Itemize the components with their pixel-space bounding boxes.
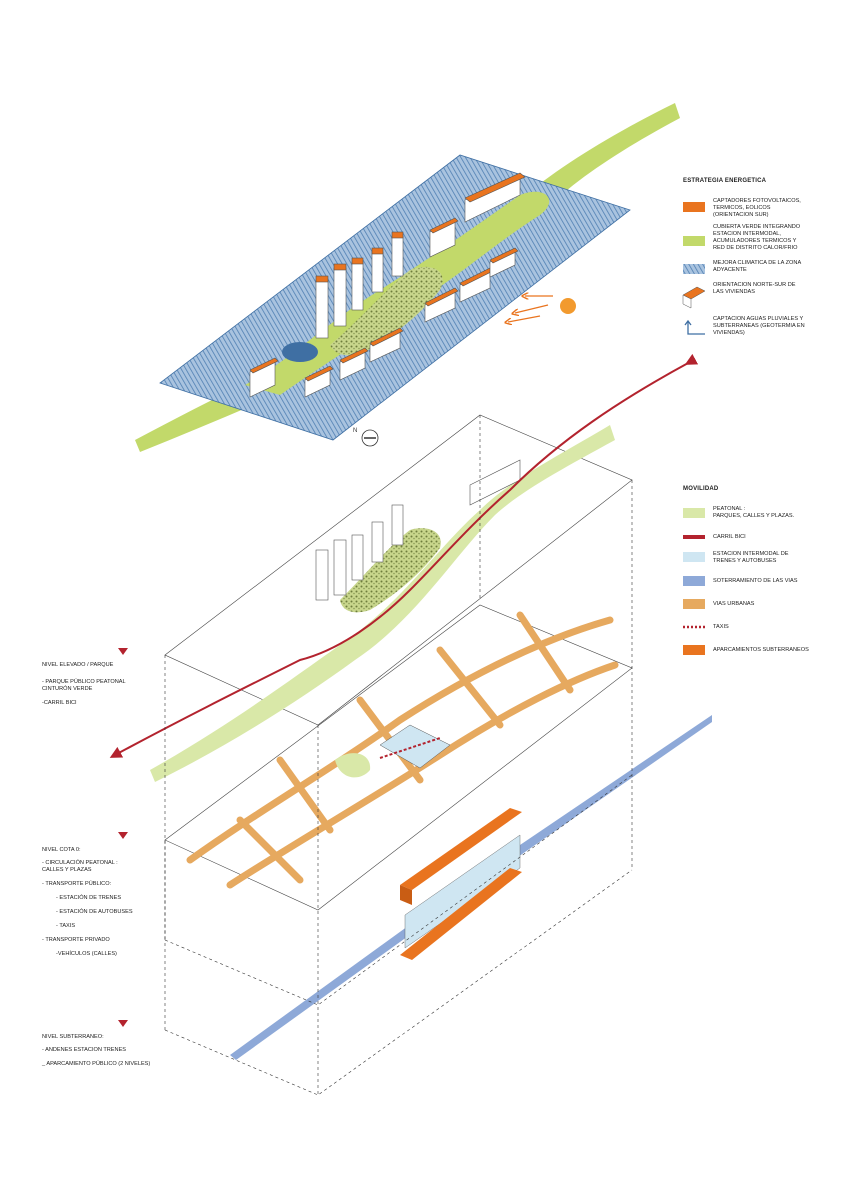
level-underground-title: NIVEL SUBTERRANEO: xyxy=(42,1034,104,1040)
energy-layer: N xyxy=(135,103,680,452)
level-underground: NIVEL SUBTERRANEO: - ANDENES ESTACION TR… xyxy=(42,1034,150,1075)
level-ground-item: - ESTACIÓN DE TRENES xyxy=(56,895,122,901)
level-upper-title: NIVEL ELEVADO / PARQUE xyxy=(42,662,114,668)
level-ground-title: NIVEL COTA 0: xyxy=(42,847,81,853)
mobility-legend-item: SOTERRAMIENTO DE LAS VIAS xyxy=(713,578,798,584)
level-upper-item: -CARRIL BICI xyxy=(42,700,77,706)
mobility-legend-item: APARCAMIENTOS SUBTERRANEOS xyxy=(713,647,809,653)
pond xyxy=(282,342,318,362)
park-texture xyxy=(330,266,443,356)
level-ground-item: -VEHÍCULOS (CALLES) xyxy=(56,951,117,957)
energy-legend-item: CUBIERTA VERDE INTEGRANDO ESTACION INTER… xyxy=(713,224,801,251)
energy-legend-title: ESTRATEGIA ENERGETICA xyxy=(683,178,767,184)
sun-arrows xyxy=(508,296,553,322)
level-underground-item: - ANDENES ESTACION TRENES xyxy=(42,1047,127,1053)
level-ground: NIVEL COTA 0: - CIRCULACIÓN PEATONAL : C… xyxy=(42,847,133,965)
platforms xyxy=(404,834,521,949)
exploded-box-lines xyxy=(164,415,633,1096)
level-upper-item: - PARQUE PÚBLICO PEATONAL CINTURÓN VERDE xyxy=(42,679,126,692)
mobility-legend-item: VIAS URBANAS xyxy=(713,601,755,607)
mobility-legend-item: ESTACION INTERMODAL DE TRENES Y AUTOBUSE… xyxy=(713,551,789,564)
towers xyxy=(315,231,404,339)
parking-upper xyxy=(400,808,522,890)
plaza-green xyxy=(335,753,371,778)
sun-icon xyxy=(560,298,576,314)
energy-legend-item: CAPTADORES FOTOVOLTAICOS, TERMICOS, EOLI… xyxy=(713,198,801,218)
level-ground-item: - TRANSPORTE PRIVADO xyxy=(42,937,110,943)
taxi-route xyxy=(379,737,441,759)
street-layer xyxy=(164,604,633,911)
parking-lower xyxy=(400,868,522,960)
level-ground-item: - TAXIS xyxy=(56,923,76,929)
mobility-legend-title: MOVILIDAD xyxy=(683,486,719,492)
energy-legend-item: CAPTACION AGUAS PLUVIALES Y SUBTERRANEAS… xyxy=(713,316,805,336)
bike-lane xyxy=(109,353,699,758)
level-ground-item: - TRANSPORTE PÚBLICO: xyxy=(42,881,112,887)
mobility-legend-swatches xyxy=(683,508,705,655)
underground-layer xyxy=(230,715,712,1060)
energy-legend-item: MEJORA CLIMATICA DE LA ZONA ADYACENTE xyxy=(713,260,802,273)
parking-upper-side xyxy=(400,885,412,905)
level-ground-item: - CIRCULACIÓN PEATONAL : CALLES Y PLAZAS xyxy=(42,860,118,873)
mobility-legend-item: PEATONAL : PARQUES, CALLES Y PLAZAS. xyxy=(713,506,795,519)
level-ground-item: - ESTACIÓN DE AUTOBUSES xyxy=(56,909,133,915)
energy-legend-item: ORIENTACION NORTE-SUR DE LAS VIVIENDAS xyxy=(713,282,796,295)
mobility-legend-item: TAXIS xyxy=(713,624,729,630)
mobility-legend-item: CARRIL BICI xyxy=(713,534,746,540)
energy-legend-swatches xyxy=(682,202,706,335)
level-markers xyxy=(118,648,128,1027)
north-label: N xyxy=(353,428,357,434)
level-underground-item: _ APARCAMIENTO PÚBLICO (2 NIVELES) xyxy=(42,1061,151,1067)
level-upper: NIVEL ELEVADO / PARQUE - PARQUE PÚBLICO … xyxy=(42,662,126,714)
urban-streets xyxy=(186,611,619,889)
park-layer xyxy=(109,353,699,782)
